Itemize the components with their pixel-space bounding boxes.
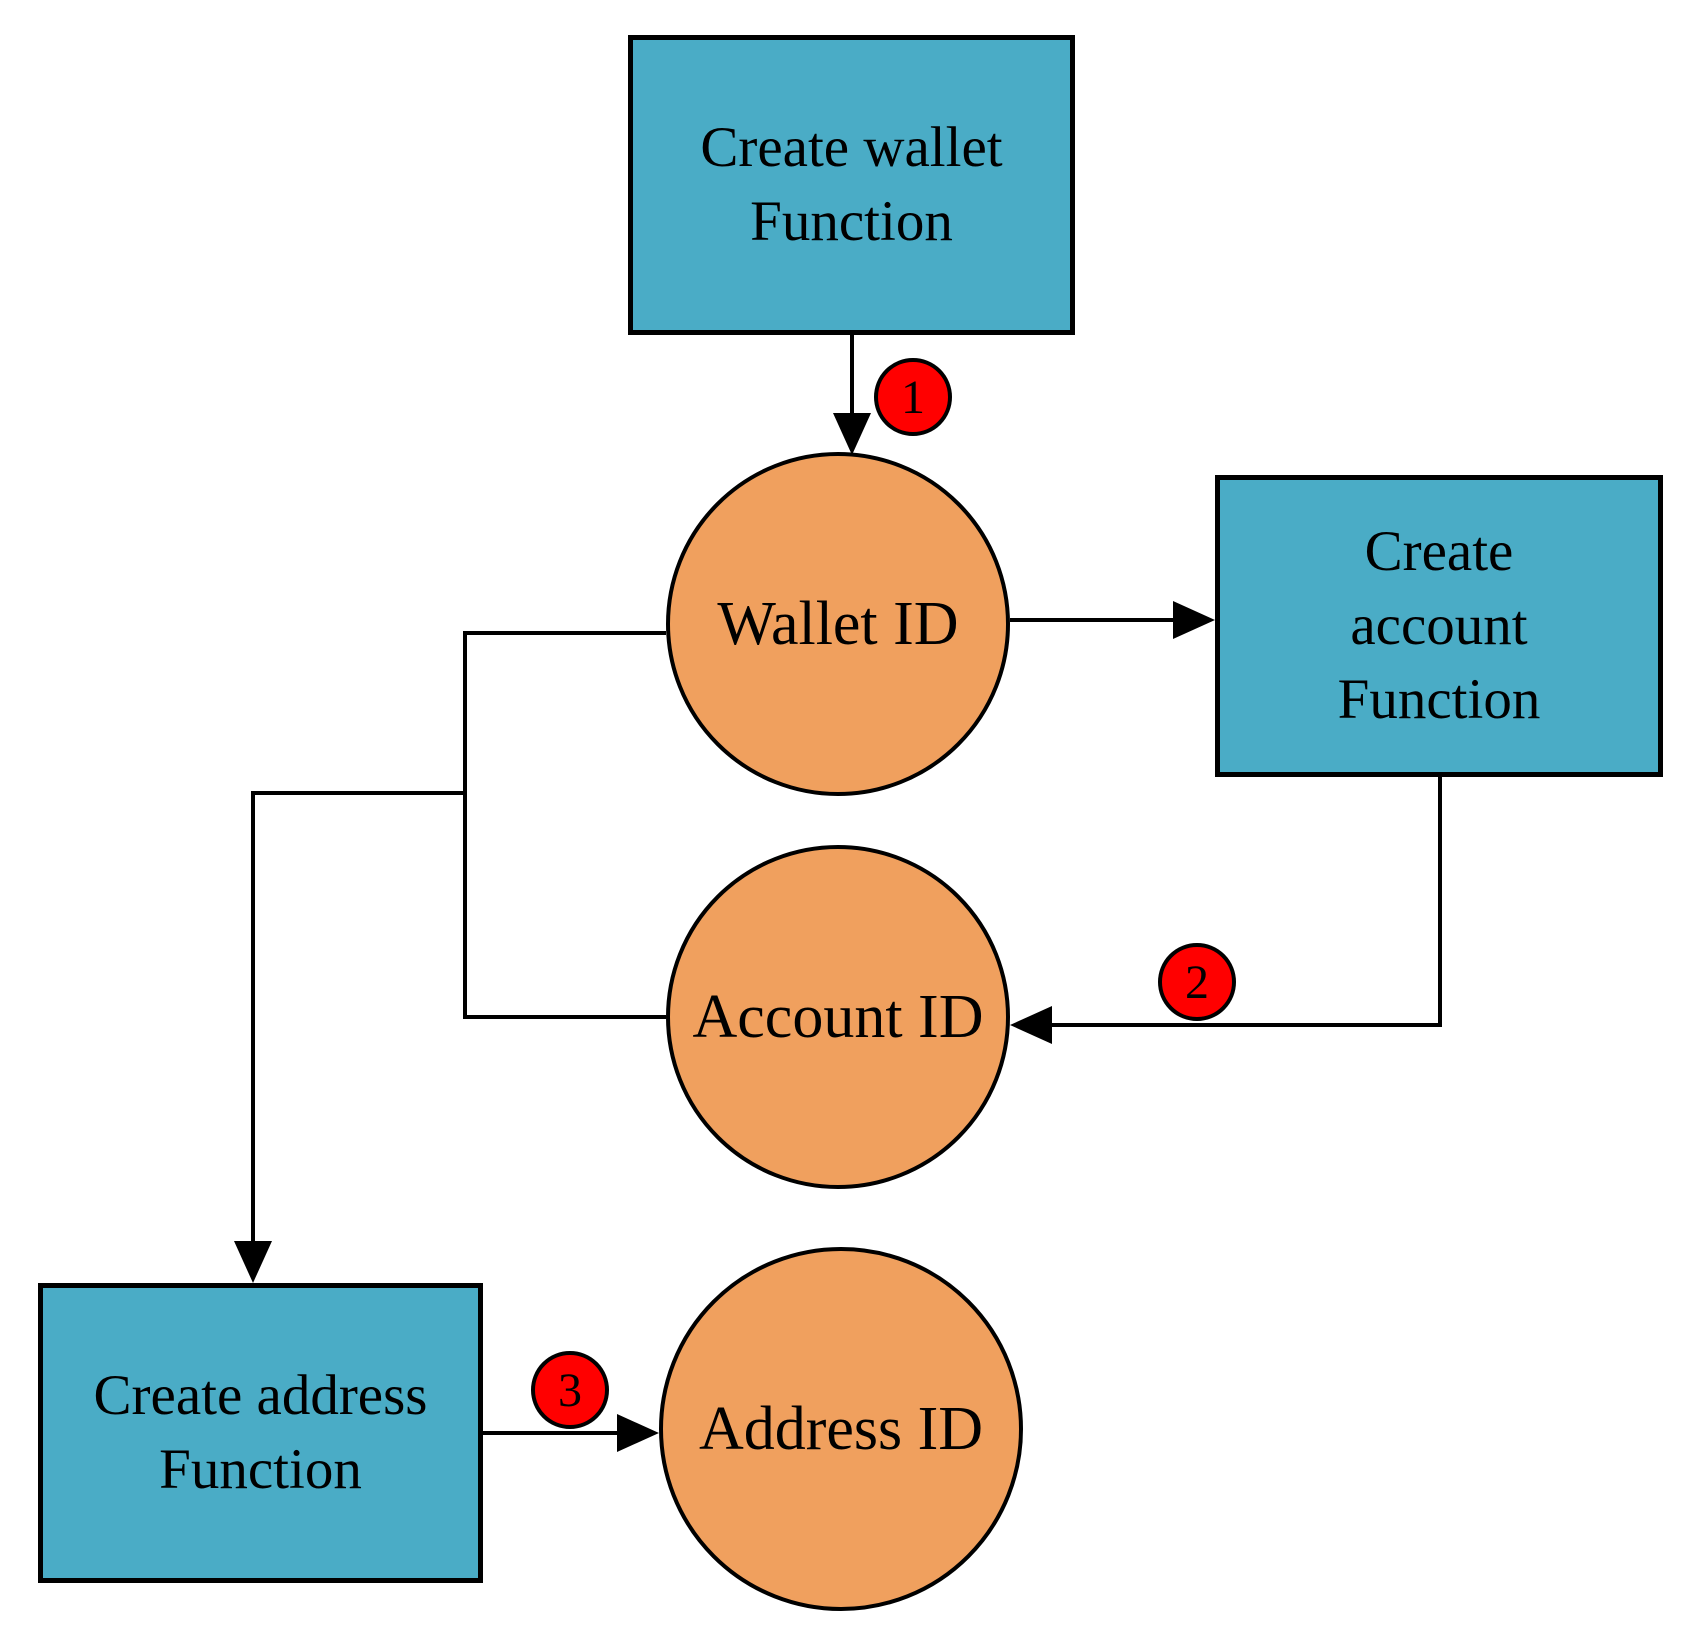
wallet-id-label: Wallet ID — [717, 589, 959, 658]
create-account-function-label-line2: account — [1350, 593, 1528, 657]
create-account-function-box: Create account Function — [1215, 475, 1663, 777]
edge-createaccount-to-accountid — [1022, 777, 1442, 1027]
step-2-badge: 2 — [1158, 943, 1236, 1021]
arrowhead-right-addressid — [617, 1414, 659, 1452]
address-id-label: Address ID — [698, 1394, 984, 1463]
step-1-number: 1 — [901, 370, 925, 424]
step-1-badge: 1 — [874, 358, 952, 436]
create-account-function-label-line1: Create — [1364, 519, 1514, 583]
create-address-function-label-line2: Function — [159, 1438, 362, 1501]
create-wallet-function-label-line1: Create wallet — [700, 115, 1003, 179]
address-id-circle: Address ID — [659, 1247, 1023, 1611]
create-address-function-box: Create address Function — [38, 1283, 483, 1583]
account-id-label: Account ID — [692, 982, 984, 1051]
step-3-badge: 3 — [531, 1351, 609, 1429]
arrowhead-right-createaccount — [1173, 601, 1215, 639]
arrowhead-left-accountid — [1010, 1006, 1052, 1044]
create-account-function-label-line3: Function — [1337, 668, 1541, 732]
step-2-number: 2 — [1185, 955, 1209, 1009]
arrowhead-down-createaddress — [234, 1241, 272, 1283]
wallet-id-circle: Wallet ID — [666, 452, 1010, 796]
account-id-circle: Account ID — [666, 845, 1010, 1189]
step-3-number: 3 — [558, 1363, 582, 1417]
create-wallet-function-label-line2: Function — [750, 190, 953, 253]
create-address-function-label-line1: Create address — [93, 1363, 428, 1427]
create-wallet-function-box: Create wallet Function — [628, 35, 1075, 335]
arrowhead-down-walletid — [833, 413, 871, 455]
